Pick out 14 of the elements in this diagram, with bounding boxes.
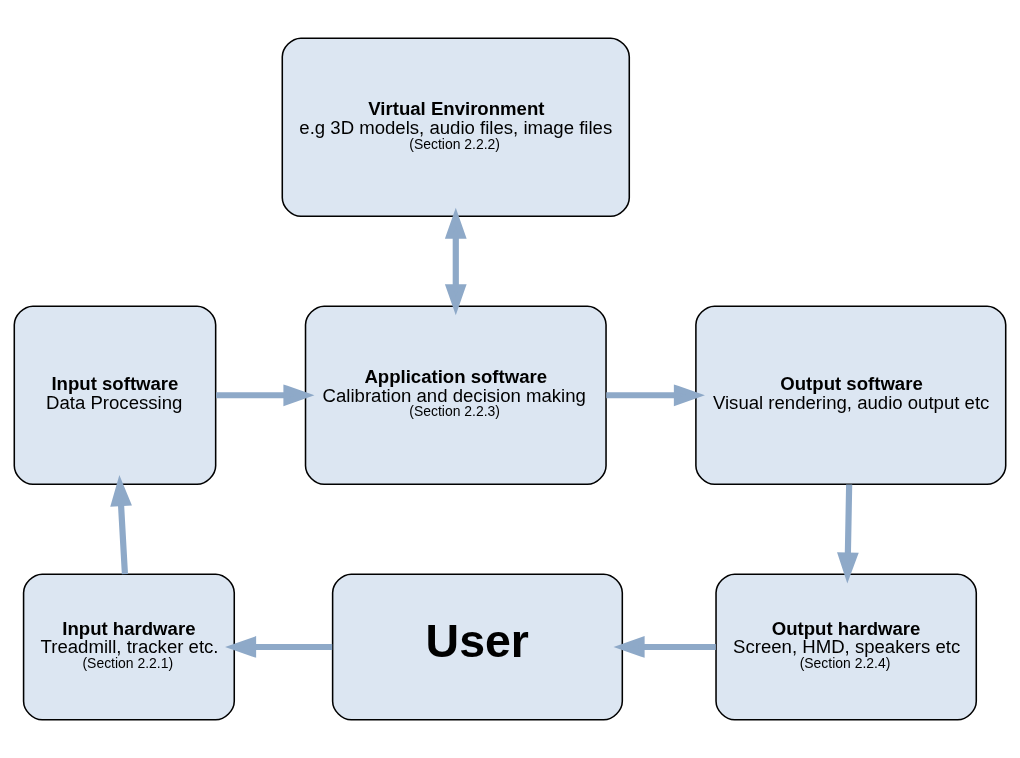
node-box: Input hardware Treadmill, tracker etc. (Section 2.2.1) (22, 573, 236, 721)
arrow (606, 384, 705, 407)
node-box: Output software Visual rendering, audio output etc (695, 305, 1007, 486)
arrow (444, 207, 467, 316)
arrow (613, 636, 716, 658)
node-box: User (331, 573, 624, 721)
node-box: Virtual Environment e.g 3D models, audio files, image files (Section 2.2.2) (281, 37, 631, 218)
node-box: Output hardware Screen, HMD, speakers etc (Section 2.2.4) (715, 573, 978, 721)
node-box: Input software Data Processing (13, 305, 217, 486)
arrow (837, 484, 859, 584)
arrow (110, 475, 132, 575)
arrow (225, 636, 333, 658)
arrow (216, 384, 315, 407)
node-box: Application software Calibration and decision making (Section 2.2.3) (304, 305, 607, 486)
